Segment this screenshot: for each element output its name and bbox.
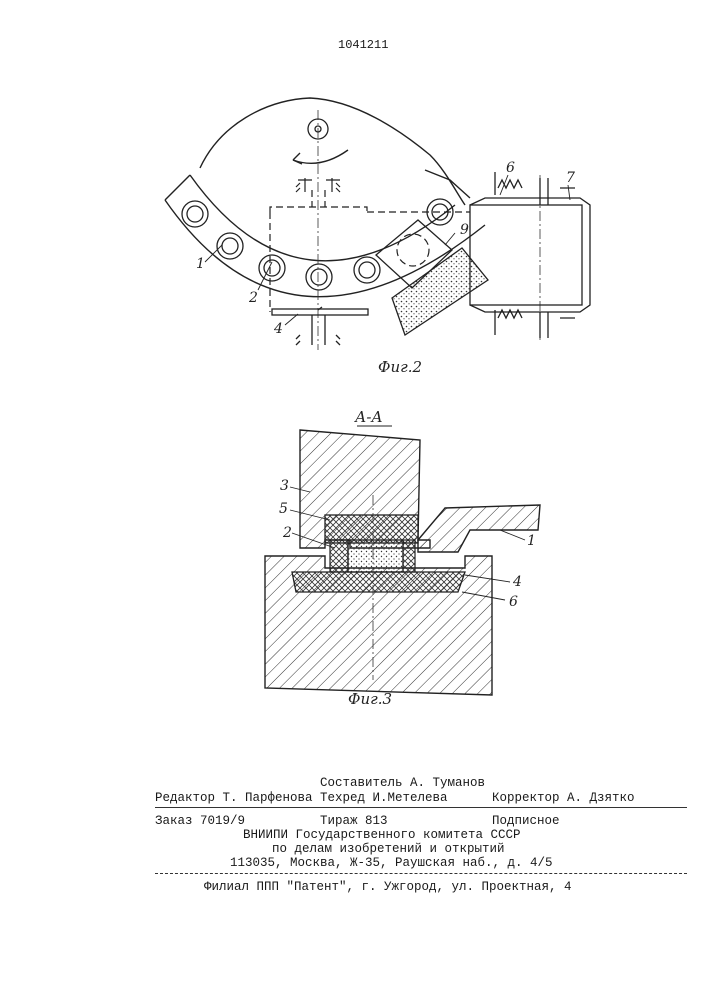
imprint-corrector: Корректор А. Дзятко xyxy=(492,791,635,805)
imprint-rule-2 xyxy=(155,873,687,874)
fig3-section-label: А-А xyxy=(355,408,383,426)
fig3-label-1: 1 xyxy=(527,533,536,549)
imprint-order: Заказ 7019/9 xyxy=(155,814,245,828)
fig3-label-2: 2 xyxy=(283,525,292,541)
imprint-circulation: Тираж 813 xyxy=(320,814,388,828)
fig3-caption: Фиг.3 xyxy=(348,690,392,708)
imprint-org-2: по делам изобретений и открытий xyxy=(272,842,505,856)
fig3-label-5: 5 xyxy=(279,501,288,517)
imprint-techred: Техред И.Метелева xyxy=(320,791,448,805)
imprint-subscription: Подписное xyxy=(492,814,560,828)
fig3-label-4: 4 xyxy=(513,574,522,590)
imprint-rule-1 xyxy=(155,807,687,808)
imprint-org-1: ВНИИПИ Государственного комитета СССР xyxy=(243,828,521,842)
imprint-branch: Филиал ППП "Патент", г. Ужгород, ул. Про… xyxy=(204,880,572,894)
fig3-label-3: 3 xyxy=(280,478,289,494)
imprint-compiler: Составитель А. Туманов xyxy=(320,776,485,790)
fig3-label-6: 6 xyxy=(509,594,518,610)
imprint-address: 113035, Москва, Ж-35, Раушская наб., д. … xyxy=(230,856,553,870)
imprint-editor: Редактор Т. Парфенова xyxy=(155,791,313,805)
figure-3-drawing xyxy=(0,0,707,720)
